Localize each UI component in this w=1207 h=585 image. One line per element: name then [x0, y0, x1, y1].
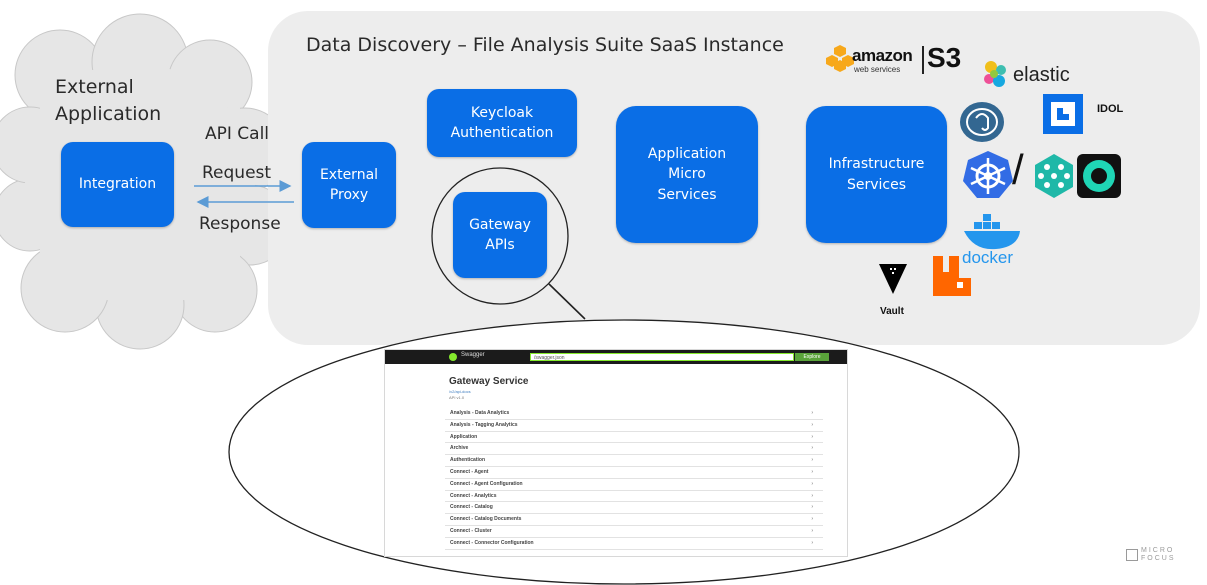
gateway-apis-label: Gateway APIs: [469, 216, 531, 253]
docker-wordmark: docker: [962, 248, 1014, 267]
swagger-section[interactable]: Connect - Agent ›: [445, 467, 823, 479]
saas-instance-title: Data Discovery – File Analysis Suite Saa…: [306, 34, 784, 56]
swagger-section[interactable]: Connect - Analytics ›: [445, 491, 823, 503]
vault-wordmark: Vault: [880, 306, 904, 317]
swagger-section-list: Analysis - Data Analytics › Analysis - Ta…: [445, 408, 823, 550]
chevron-right-icon: ›: [811, 492, 813, 499]
idol-wordmark: IDOL: [1097, 103, 1124, 115]
integration-label: Integration: [78, 176, 157, 193]
swagger-title: Gateway Service: [449, 376, 529, 387]
swagger-section-label: Connect - Agent: [450, 468, 489, 475]
external-proxy-label: External Proxy: [319, 166, 379, 203]
swagger-section-label: Application: [450, 433, 478, 440]
swagger-section[interactable]: Connect - Connector Configuration ›: [445, 538, 823, 550]
request-label: Request: [202, 163, 272, 183]
amazon-wordmark: amazon: [852, 46, 913, 65]
elastic-icon: [984, 61, 1006, 87]
swagger-section-label: Connect - Catalog Documents: [450, 516, 522, 523]
swagger-section-label: Connect - Catalog: [450, 504, 493, 511]
swagger-section-label: Connect - Analytics: [450, 492, 497, 499]
chevron-right-icon: ›: [811, 480, 813, 487]
slash-separator: /: [1012, 146, 1024, 193]
swagger-section[interactable]: Connect - Agent Configuration ›: [445, 479, 823, 491]
micro-focus-logo: [1126, 549, 1138, 561]
swagger-logo-icon: [449, 353, 457, 361]
application-micro-services-box: Application Micro Services: [616, 106, 758, 243]
chevron-right-icon: ›: [811, 410, 813, 416]
infrastructure-services-box: Infrastructure Services: [806, 106, 947, 243]
swagger-section[interactable]: Connect - Catalog Documents ›: [445, 514, 823, 526]
micro-focus-wordmark: MICRO FOCUS: [1141, 547, 1176, 562]
gateway-magnifier-circle: [431, 167, 569, 305]
chevron-right-icon: ›: [811, 421, 813, 428]
external-proxy-box: External Proxy: [302, 142, 396, 228]
response-label: Response: [199, 214, 281, 234]
rabbitmq-icon: [933, 256, 971, 296]
chevron-right-icon: ›: [811, 539, 813, 546]
s3-divider: [922, 46, 924, 74]
vault-icon: [879, 264, 907, 294]
swagger-section[interactable]: Connect - Cluster ›: [445, 526, 823, 538]
chevron-right-icon: ›: [811, 504, 813, 511]
swagger-docs-link[interactable]: /v2/api-docs: [449, 389, 471, 394]
swagger-section[interactable]: Connect - Catalog ›: [445, 502, 823, 515]
chevron-right-icon: ›: [811, 433, 813, 440]
chevron-right-icon: ›: [811, 457, 813, 464]
zoom-connector-line: [548, 283, 586, 320]
integration-box: Integration: [61, 142, 174, 227]
chevron-right-icon: ›: [811, 445, 813, 452]
swagger-section[interactable]: Application ›: [445, 432, 823, 444]
swagger-brand: Swagger: [461, 352, 485, 358]
infrastructure-services-label: Infrastructure Services: [828, 156, 925, 193]
swagger-section-label: Connect - Agent Configuration: [450, 480, 523, 487]
external-application-title: External Application: [55, 76, 162, 125]
gateway-apis-box: Gateway APIs: [453, 192, 547, 278]
swagger-url-input[interactable]: /swagger.json: [530, 353, 794, 361]
postgresql-icon: [960, 102, 1004, 142]
swagger-section-label: Connect - Cluster: [450, 527, 492, 534]
openshift-icon: [1035, 154, 1121, 198]
api-call-label: API Call: [205, 124, 270, 144]
amazon-web-services-icon: [826, 45, 854, 72]
swagger-topbar: Swagger /swagger.json Explore: [385, 350, 847, 364]
swagger-section-label: Archive: [450, 445, 469, 452]
swagger-section[interactable]: Archive ›: [445, 443, 823, 456]
s3-label: S3: [927, 42, 962, 73]
chevron-right-icon: ›: [811, 527, 813, 534]
swagger-section-label: Connect - Connector Configuration: [450, 539, 534, 546]
chevron-right-icon: ›: [811, 468, 813, 475]
swagger-section-label: Analysis - Data Analytics: [450, 410, 510, 416]
swagger-section-label: Analysis - Tagging Analytics: [450, 421, 518, 428]
swagger-version: API v1.0: [449, 395, 465, 400]
swagger-section[interactable]: Authentication ›: [445, 455, 823, 467]
swagger-explore-button[interactable]: Explore: [795, 353, 829, 361]
swagger-screenshot: Swagger /swagger.json Explore Gateway Se…: [384, 349, 848, 557]
request-response-arrows: [194, 180, 294, 208]
application-micro-services-label: Application Micro Services: [647, 146, 727, 203]
swagger-section-label: Authentication: [450, 457, 485, 464]
docker-icon: [964, 214, 1020, 250]
chevron-right-icon: ›: [811, 516, 813, 523]
amazon-subtitle: web services: [854, 65, 901, 74]
idol-icon: [1043, 94, 1083, 134]
swagger-section[interactable]: Analysis - Data Analytics ›: [445, 408, 823, 420]
kubernetes-icon: [963, 151, 1013, 198]
swagger-section[interactable]: Analysis - Tagging Analytics ›: [445, 420, 823, 432]
keycloak-label: Keycloak Authentication: [450, 104, 554, 141]
keycloak-box: Keycloak Authentication: [427, 89, 577, 157]
elastic-wordmark: elastic: [1013, 64, 1070, 86]
